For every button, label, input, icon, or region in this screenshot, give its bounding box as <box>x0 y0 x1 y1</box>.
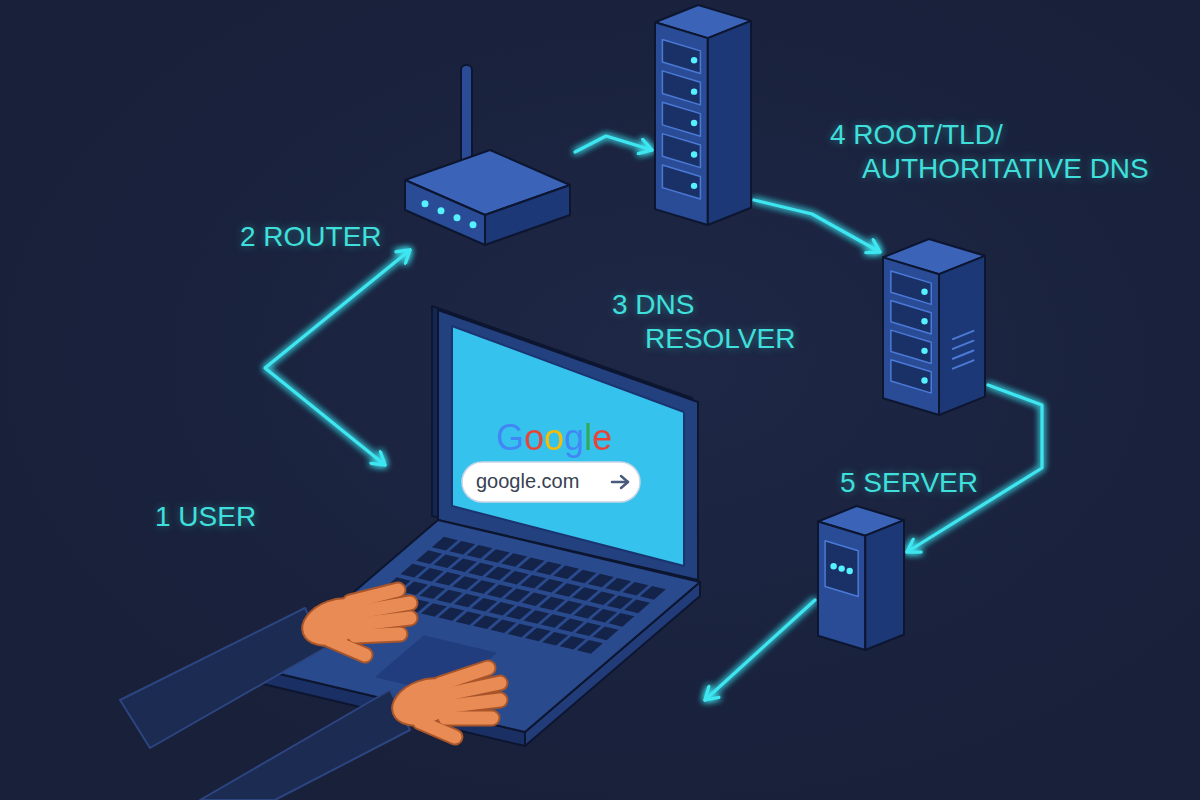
server-vent <box>953 351 974 359</box>
finger <box>445 712 492 725</box>
flow-arrow <box>754 200 880 252</box>
server-slot <box>891 360 931 393</box>
device-label: 3 DNS RESOLVER <box>612 288 810 355</box>
label-holder: google.com <box>476 470 579 493</box>
server-front <box>655 22 708 225</box>
keyboard-key <box>608 613 634 627</box>
flow-arrow <box>705 600 815 700</box>
server-vent <box>953 341 974 349</box>
server-side <box>708 21 751 225</box>
device-label: 5 SERVER <box>840 466 990 500</box>
server-led <box>691 57 697 63</box>
browser-logo: Google <box>496 417 612 458</box>
server-vent <box>953 360 974 368</box>
keyboard-key <box>624 600 650 614</box>
keyboard-key <box>577 640 603 654</box>
device-label: 4 ROOT/TLD/ AUTHORITATIVE DNS <box>830 118 1162 185</box>
finger <box>448 683 500 694</box>
finger <box>420 722 455 737</box>
label-holder: Google <box>496 417 612 458</box>
server-slot <box>662 102 700 136</box>
server-tower: 3 DNS RESOLVER <box>652 2 754 228</box>
device-group <box>818 506 904 650</box>
finger <box>358 603 410 612</box>
server-tower: 4 ROOT/TLD/ AUTHORITATIVE DNS <box>880 236 988 418</box>
right-sleeve <box>200 690 410 800</box>
keyboard <box>301 537 666 712</box>
server-led <box>691 88 697 94</box>
laptop-screen <box>452 326 684 566</box>
device-group <box>120 306 700 800</box>
search-arrow-head <box>621 476 628 488</box>
left-sleeve <box>120 608 325 748</box>
finger-outline <box>450 700 500 706</box>
device-label: 1 USER <box>155 500 305 534</box>
server-led <box>691 120 697 126</box>
server-slot <box>891 271 931 304</box>
router-device: 2 ROUTER <box>400 60 575 250</box>
server-slot <box>891 330 931 363</box>
server-slot <box>662 71 700 105</box>
server-slot <box>891 301 931 334</box>
server-tower: 5 SERVER <box>815 503 907 653</box>
search-bar <box>462 462 640 502</box>
device-illustration <box>652 2 754 228</box>
router-front <box>405 180 485 245</box>
router-led <box>454 214 461 221</box>
server-slot <box>662 39 700 73</box>
server-slot <box>662 165 700 199</box>
device-group <box>883 239 985 415</box>
server-slot <box>662 134 700 168</box>
device-group <box>405 65 570 245</box>
server-front <box>818 521 865 650</box>
server-led <box>691 183 697 189</box>
server-led <box>846 568 852 574</box>
user-laptop: 1 USER <box>385 305 705 775</box>
router-led <box>470 221 477 228</box>
device-illustration <box>385 305 705 775</box>
server-vent <box>953 331 974 339</box>
finger-outline <box>445 710 492 727</box>
device-label: 2 ROUTER <box>240 220 410 254</box>
finger <box>450 700 500 706</box>
flow-arrow <box>575 136 652 152</box>
server-side <box>939 256 985 415</box>
address-bar-text: google.com <box>476 470 579 493</box>
device-illustration <box>815 503 907 653</box>
finger-outline <box>358 603 410 612</box>
finger <box>330 640 365 655</box>
laptop-deck <box>263 520 700 732</box>
server-led <box>830 563 836 569</box>
server-front <box>883 257 939 415</box>
server-led <box>921 377 927 383</box>
finger <box>355 634 400 636</box>
device-illustration <box>880 236 988 418</box>
server-led <box>921 289 927 295</box>
device-illustration <box>400 60 575 250</box>
keyboard-key <box>593 627 619 641</box>
router-led <box>438 207 445 214</box>
server-led <box>691 151 697 157</box>
finger-outline <box>355 634 400 636</box>
server-led <box>838 565 844 571</box>
device-group <box>655 5 751 225</box>
server-led <box>921 318 927 324</box>
router-side <box>485 185 570 245</box>
router-led <box>422 200 429 207</box>
server-side <box>865 520 904 650</box>
server-led <box>921 348 927 354</box>
flow-arrow <box>265 250 410 465</box>
finger-outline <box>360 618 410 624</box>
keyboard-key <box>640 586 666 600</box>
server-panel <box>825 541 858 597</box>
finger <box>360 618 410 624</box>
